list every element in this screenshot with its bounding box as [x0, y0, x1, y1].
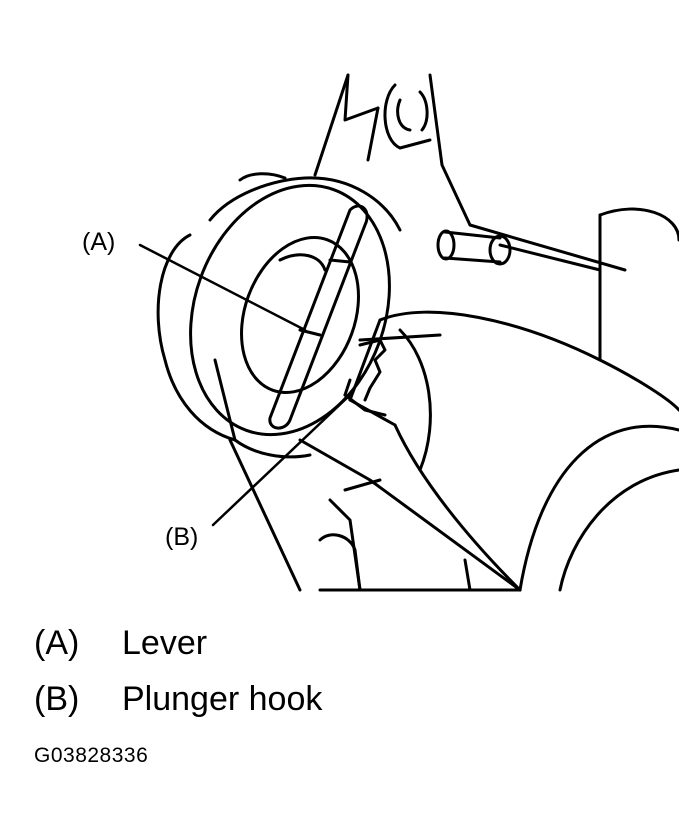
- leader-line-b: [211, 393, 352, 527]
- plunger: [348, 310, 679, 592]
- legend-key: (A): [34, 624, 80, 662]
- callout-b: (B): [165, 523, 199, 551]
- legend-row: (B) Plunger hook: [34, 682, 322, 716]
- mechanical-illustration: [138, 73, 679, 592]
- legend-key: (B): [34, 680, 80, 718]
- legend-label: Plunger hook: [122, 680, 323, 718]
- callout-a: (A): [82, 228, 116, 256]
- base-structure: [298, 438, 522, 592]
- legend-row: (A) Lever: [34, 626, 207, 660]
- figure-id: G03828336: [34, 744, 149, 767]
- leader-line-a: [138, 243, 307, 332]
- legend-label: Lever: [122, 624, 208, 662]
- housing-outline: [313, 73, 679, 362]
- pin: [436, 229, 512, 266]
- leader-lines: [138, 243, 352, 527]
- plunger-hook: [343, 338, 387, 417]
- lever: [268, 204, 369, 430]
